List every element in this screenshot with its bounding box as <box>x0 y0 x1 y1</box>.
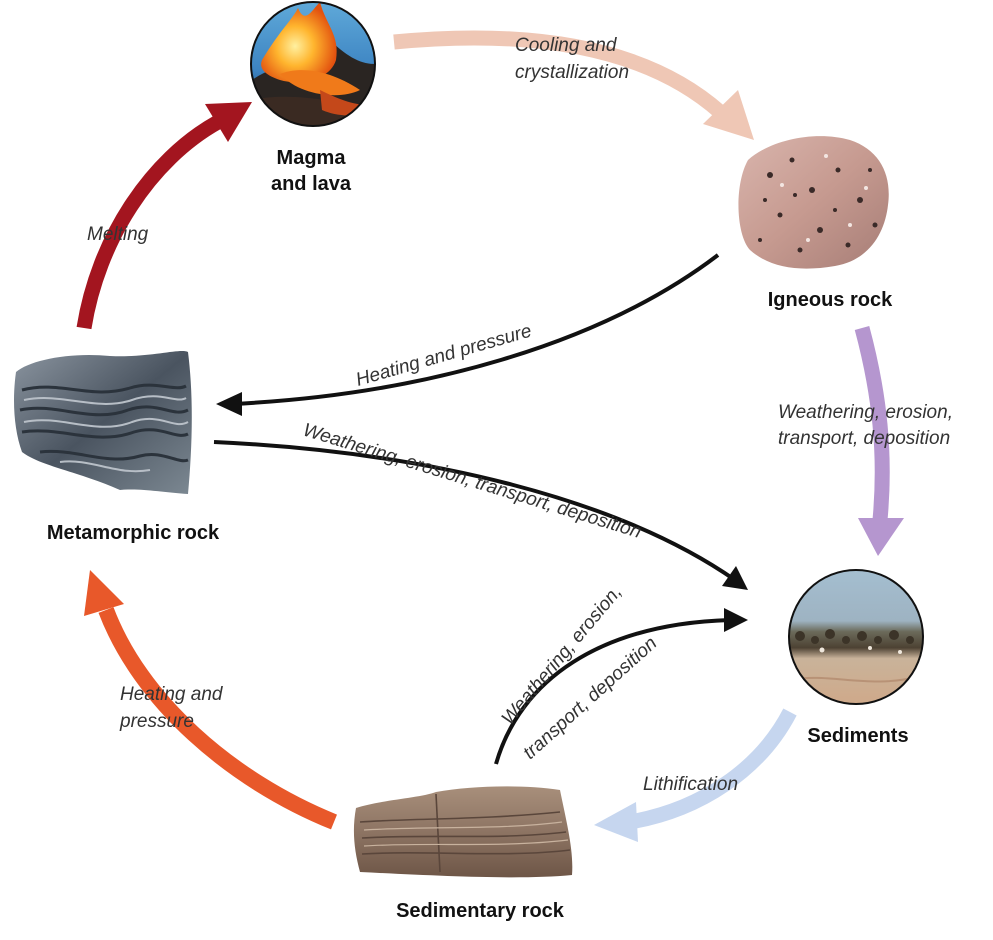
metamorphic-to-sediments-arrow <box>213 440 748 590</box>
magma-label-line2: and lava <box>271 173 352 195</box>
melting-arrow <box>76 102 252 330</box>
sedimentary-rock-photo-icon <box>353 786 573 878</box>
cooling-label-line2: crystallization <box>515 62 629 83</box>
melting-arrow-shaft <box>76 115 222 330</box>
sedimentary-heating-label-line2: pressure <box>119 711 194 732</box>
igneous-to-metamorphic-shaft <box>231 253 720 406</box>
sedimentary-heating-label-line1: Heating and <box>120 684 224 705</box>
sedimentary-to-sediments-shaft <box>494 618 731 765</box>
igneous-weathering-arrow-shaft <box>854 326 890 521</box>
sediments-label: Sediments <box>807 725 908 747</box>
lithification-arrow-head <box>594 802 638 842</box>
volcano-lava-photo-icon <box>250 1 376 127</box>
cooling-label-line1: Cooling and <box>515 35 618 56</box>
metamorphic-to-sediments-shaft <box>213 440 737 582</box>
igneous-rock-label: Igneous rock <box>768 289 893 311</box>
sedimentary-to-sediments-head <box>724 608 748 632</box>
igneous-to-metamorphic-head <box>216 392 242 416</box>
igneous-to-sediments-label-line1: Weathering, erosion, <box>778 402 953 423</box>
magma-label-line1: Magma <box>277 147 347 169</box>
igneous-to-sediments-label-line2: transport, deposition <box>778 428 950 449</box>
lithification-arrow-shaft <box>628 708 797 830</box>
sedimentary-rock-label: Sedimentary rock <box>396 900 565 922</box>
sedimentary-to-sediments-arrow <box>494 608 748 765</box>
cooling-arrow-shaft <box>393 30 725 118</box>
sediment-layers-photo-icon <box>788 569 924 705</box>
gneiss-rock-photo-icon <box>14 351 192 494</box>
sedrock-to-sediments-label-line1: Weathering, erosion, <box>498 582 627 730</box>
igneous-to-metamorphic-label: Heating and pressure <box>354 321 534 391</box>
igneous-to-metamorphic-arrow <box>216 253 720 416</box>
igneous-weathering-arrow <box>854 326 904 556</box>
melting-arrow-head <box>205 102 252 142</box>
lithification-label: Lithification <box>643 774 738 795</box>
igneous-weathering-arrow-head <box>858 518 904 556</box>
melting-label: Melting <box>87 224 149 245</box>
cooling-arrow <box>393 30 754 140</box>
metamorphic-to-sediments-head <box>722 566 748 590</box>
sedimentary-heating-arrow-head <box>84 570 124 616</box>
sedimentary-heating-arrow-shaft <box>98 607 337 830</box>
cooling-arrow-head <box>703 90 754 140</box>
sedimentary-heating-arrow <box>84 570 337 830</box>
granite-rock-photo-icon <box>738 136 889 269</box>
lithification-arrow <box>594 708 797 842</box>
metamorphic-to-sediments-label: Weathering, erosion, transport, depositi… <box>301 420 644 543</box>
metamorphic-rock-label: Metamorphic rock <box>47 522 220 544</box>
